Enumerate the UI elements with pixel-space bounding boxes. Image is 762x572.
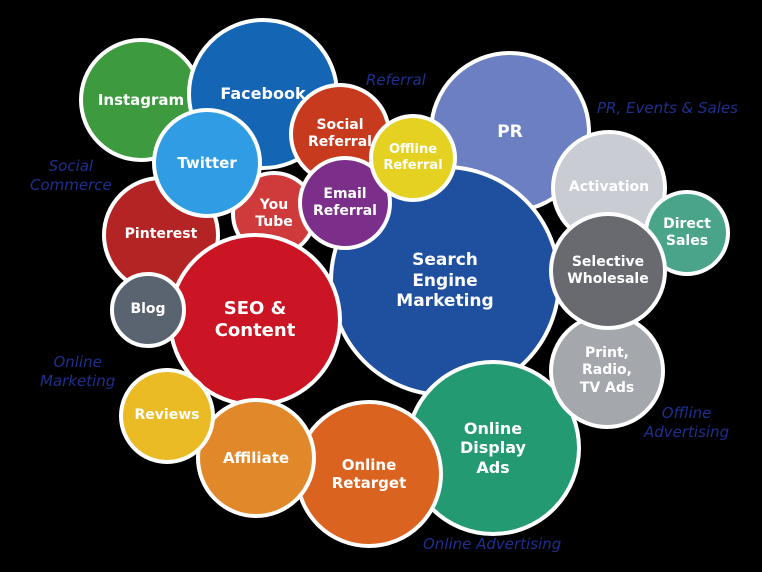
bubble-label: Twitter xyxy=(177,153,237,172)
bubble-label: Pinterest xyxy=(124,226,198,243)
bubble-affiliate[interactable]: Affiliate xyxy=(196,398,316,518)
bubble-blog[interactable]: Blog xyxy=(110,272,186,348)
bubble-label: Activation xyxy=(568,179,650,196)
bubble-label: You Tube xyxy=(255,196,293,230)
bubble-label: Online Display Ads xyxy=(460,418,526,477)
bubble-label: Instagram xyxy=(97,90,185,109)
bubble-label: Online Retarget xyxy=(331,455,407,492)
bubble-twitter[interactable]: Twitter xyxy=(152,108,262,218)
category-label-referral: Referral xyxy=(366,71,426,89)
category-label-online-advertising: Online Advertising xyxy=(423,535,562,553)
bubble-label: Search Engine Marketing xyxy=(396,249,494,312)
bubble-label: Email Referral xyxy=(313,185,377,219)
bubble-label: Affiliate xyxy=(222,448,290,467)
bubble-label: PR xyxy=(497,121,523,142)
bubble-print-radio-tv-ads[interactable]: Print, Radio, TV Ads xyxy=(549,313,665,429)
bubble-label: Blog xyxy=(130,301,166,318)
bubble-label: Print, Radio, TV Ads xyxy=(579,345,635,396)
category-label-online-marketing: Online Marketing xyxy=(40,353,116,390)
bubble-label: SEO & Content xyxy=(214,298,296,341)
bubble-label: Facebook xyxy=(220,84,306,104)
bubble-label: Reviews xyxy=(134,407,200,424)
bubble-label: Direct Sales xyxy=(663,215,711,249)
category-label-offline-advertising: Offline Advertising xyxy=(644,404,730,441)
bubble-label: Offline Referral xyxy=(383,142,443,173)
bubble-instagram[interactable]: Instagram xyxy=(79,38,203,162)
bubble-reviews[interactable]: Reviews xyxy=(119,368,215,464)
bubble-selective-wholesale[interactable]: Selective Wholesale xyxy=(549,212,667,330)
category-label-pr-events-sales: PR, Events & Sales xyxy=(597,99,738,117)
bubble-offline-referral[interactable]: Offline Referral xyxy=(369,114,457,202)
bubble-label: Social Referral xyxy=(308,116,372,150)
bubble-online-retarget[interactable]: Online Retarget xyxy=(295,400,443,548)
bubble-label: Selective Wholesale xyxy=(567,253,649,287)
category-label-social-commerce: Social Commerce xyxy=(30,157,112,194)
